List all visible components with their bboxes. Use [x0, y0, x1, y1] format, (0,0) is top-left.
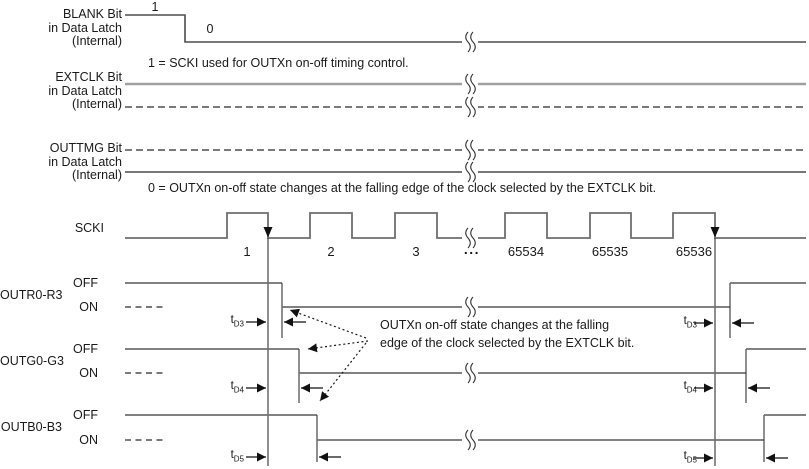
outg-signal-label: OUTG0-G3	[0, 354, 64, 368]
td4-label-left: tD4	[200, 380, 244, 394]
td4-subscript: D4	[686, 385, 697, 395]
td5-label-right: tD5	[653, 450, 697, 464]
scki-cycle-3: 3	[412, 244, 420, 259]
break-symbol-outb	[461, 429, 479, 451]
scki-cycle-65536: 65536	[675, 244, 713, 259]
outtmg-label-line3: (Internal)	[71, 168, 122, 182]
outb-off-label: OFF	[73, 408, 98, 422]
td5-subscript: D5	[686, 455, 697, 465]
td5-prefix: t	[683, 450, 687, 462]
blank-label-line2: in Data Latch	[48, 20, 122, 35]
outr-signal-label: OUTR0-R3	[0, 288, 63, 302]
extclk-signal-label: EXTCLK Bit in Data Latch (Internal)	[0, 70, 122, 112]
callout-text: OUTXn on-off state changes at the fallin…	[380, 316, 634, 352]
td5-prefix: t	[230, 449, 234, 461]
break-symbol-outg	[461, 362, 479, 384]
outtmg-signal-label: OUTTMG Bit in Data Latch (Internal)	[0, 141, 122, 183]
td3-label-right: tD3	[653, 315, 697, 329]
scki-cycle-65534: 65534	[507, 244, 545, 259]
scki-cycle-1: 1	[243, 244, 251, 259]
outtmg-label-line2: in Data Latch	[48, 154, 122, 169]
extclk-note: 1 = SCKI used for OUTXn on-off timing co…	[148, 56, 409, 70]
scki-cycle-2: 2	[327, 244, 335, 259]
outb-signal-label: OUTB0-B3	[0, 420, 62, 434]
callout-pointer-outg	[307, 340, 369, 353]
break-symbol-extclk-low	[461, 96, 479, 118]
break-symbol-outtmg-low	[461, 161, 479, 183]
break-symbol-outr	[461, 296, 479, 318]
outr-off-label: OFF	[73, 276, 98, 290]
extclk-label-line2: in Data Latch	[48, 83, 122, 98]
td4-prefix: t	[230, 380, 234, 392]
outtmg-note: 0 = OUTXn on-off state changes at the fa…	[148, 181, 657, 195]
callout-line2: edge of the clock selected by the EXTCLK…	[380, 336, 635, 350]
callout-pointer-outb	[319, 342, 367, 402]
blank-value-high: 1	[151, 0, 159, 14]
outg-off-label: OFF	[73, 342, 98, 356]
td5-label-left: tD5	[200, 449, 244, 463]
td4-subscript: D4	[233, 385, 244, 395]
falling-edge-arrow-cycle1	[263, 227, 273, 238]
td3-label-left: tD3	[200, 314, 244, 328]
scki-cycle-65535: 65535	[591, 244, 629, 259]
td4-label-right: tD4	[653, 380, 697, 394]
extclk-label-line3: (Internal)	[71, 97, 122, 111]
scki-cycle-ellipsis: ...	[463, 241, 481, 257]
scki-signal-label: SCKI	[74, 221, 104, 235]
blank-signal-label: BLANK Bit in Data Latch (Internal)	[0, 7, 122, 49]
td3-prefix: t	[683, 315, 687, 327]
falling-edge-arrow-cycle65536	[710, 227, 720, 238]
td5-subscript: D5	[233, 454, 244, 464]
blank-waveform	[125, 14, 806, 43]
outg-on-label: ON	[79, 366, 98, 380]
callout-line1: OUTXn on-off state changes at the fallin…	[380, 318, 610, 332]
outtmg-label-line1: OUTTMG Bit	[49, 141, 122, 155]
break-symbol-extclk-high	[461, 73, 479, 95]
td3-subscript: D3	[686, 320, 697, 330]
outb-on-label: ON	[79, 433, 98, 447]
td3-subscript: D3	[233, 319, 244, 329]
callout-pointer-outr	[289, 308, 367, 339]
outr-on-label: ON	[79, 300, 98, 314]
break-symbol-blank	[461, 31, 479, 53]
blank-value-low: 0	[206, 22, 214, 36]
extclk-label-line1: EXTCLK Bit	[55, 70, 122, 84]
break-symbol-outtmg-high	[461, 139, 479, 161]
td3-prefix: t	[230, 314, 234, 326]
blank-label-line1: BLANK Bit	[62, 7, 122, 21]
blank-label-line3: (Internal)	[71, 34, 122, 48]
td4-prefix: t	[683, 380, 687, 392]
